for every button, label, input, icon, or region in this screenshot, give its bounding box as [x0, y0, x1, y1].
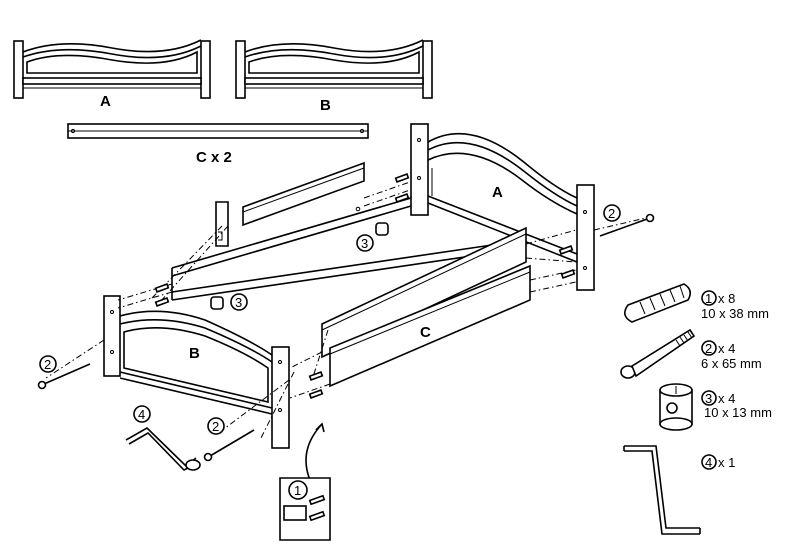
hardware-3-num: 3 — [705, 391, 712, 406]
part-b-label: B — [320, 97, 331, 114]
hardware-2-badge — [701, 340, 717, 356]
callout-2-right — [603, 204, 621, 222]
front-rail-c — [321, 226, 531, 388]
assembly-a-label: A — [492, 184, 503, 201]
alignment-lines — [45, 181, 647, 441]
callout-2-front — [207, 417, 225, 435]
callout-2-left-num: 2 — [44, 357, 51, 372]
hardware-2-size: 6 x 65 mm — [701, 356, 762, 371]
hardware-1-size: 10 x 38 mm — [701, 306, 769, 321]
back-rail-upper — [242, 161, 365, 227]
hardware-4-num: 4 — [705, 455, 712, 470]
assembly-panel-a — [410, 123, 595, 291]
bolt-icon — [620, 328, 696, 379]
assembly-b-label: B — [189, 345, 200, 362]
assembly-allen-key-icon — [125, 427, 201, 471]
hardware-4-qty: x 1 — [718, 455, 735, 470]
hardware-4-badge — [701, 454, 717, 470]
barrel-nut-icon — [659, 383, 693, 431]
callout-4-assembly — [133, 405, 151, 423]
hardware-1-qty: x 8 — [718, 291, 735, 306]
callout-2-front-num: 2 — [212, 419, 219, 434]
assembly-c-label: C — [420, 324, 431, 341]
part-c-qty-label: C x 2 — [196, 149, 232, 166]
hardware-3-badge — [701, 390, 717, 406]
assembly-callouts — [39, 204, 621, 435]
part-b-panel — [235, 39, 433, 99]
part-c-rail — [67, 123, 369, 139]
hardware-1-num: 1 — [705, 291, 712, 306]
callout-2-left — [39, 355, 57, 373]
part-a-panel — [13, 39, 211, 99]
hardware-2-qty: x 4 — [718, 341, 735, 356]
callout-3-front-num: 3 — [235, 295, 242, 310]
dowel-detail-inset — [279, 422, 331, 541]
hardware-2-num: 2 — [705, 341, 712, 356]
hardware-1-badge — [701, 290, 717, 306]
hardware-3-size: 10 x 13 mm — [704, 405, 772, 420]
assembly-dowels — [154, 173, 576, 399]
corner-bracket — [215, 201, 229, 247]
assembly-bolts — [37, 213, 655, 462]
part-a-label: A — [100, 93, 111, 110]
hardware-3-qty: x 4 — [718, 391, 735, 406]
callout-3-back — [356, 234, 374, 252]
callout-4-assembly-num: 4 — [138, 407, 145, 422]
inset-callout-1-num: 1 — [294, 483, 301, 498]
assembly-barrel-nuts — [210, 222, 389, 310]
callout-3-front — [230, 293, 248, 311]
assembly-panel-b — [103, 295, 290, 449]
callout-3-back-num: 3 — [361, 236, 368, 251]
allen-key-icon — [623, 445, 701, 535]
dowel-icon — [624, 283, 692, 323]
callout-2-right-num: 2 — [608, 206, 615, 221]
